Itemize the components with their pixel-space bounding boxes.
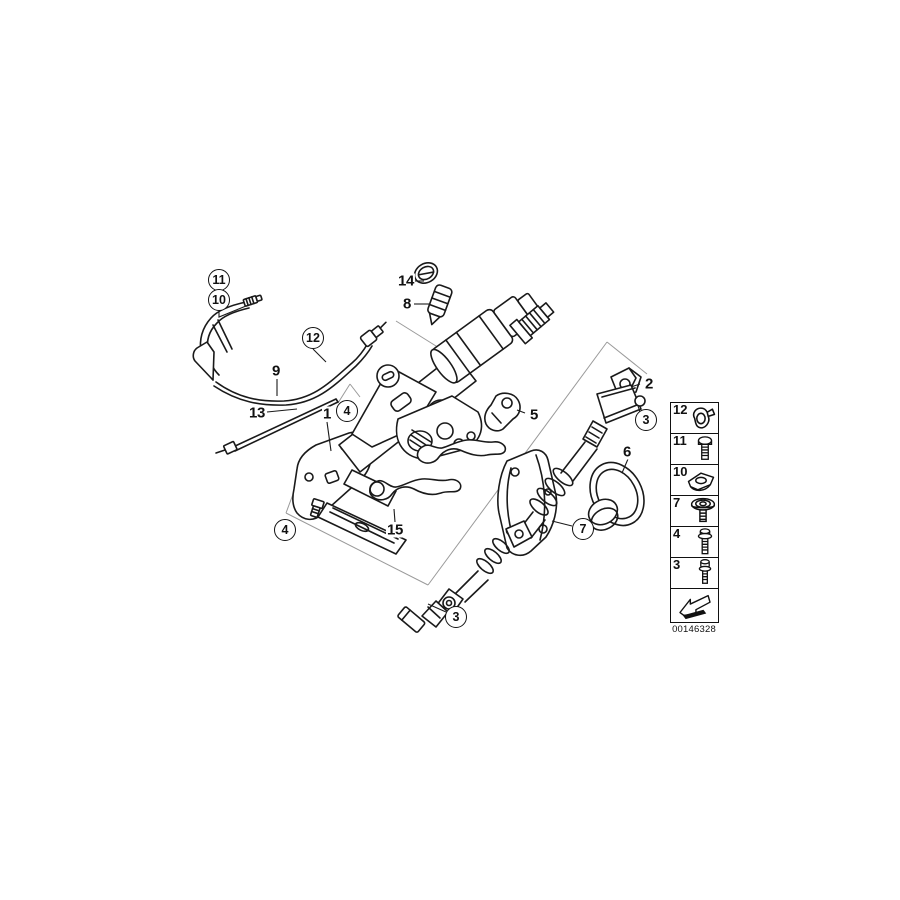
callout-13[interactable]: 13 <box>247 404 267 422</box>
clamp-bolt <box>309 497 325 519</box>
washer-screw-icon <box>690 497 716 523</box>
callout-5[interactable]: 5 <box>528 406 540 424</box>
callout-label: 4 <box>343 403 351 418</box>
stud-bolt-icon <box>698 559 712 584</box>
callout-11[interactable]: 11 <box>208 269 230 291</box>
ignition-lock-cylinder <box>427 284 453 326</box>
callout-3-upper-joint[interactable]: 3 <box>635 409 657 431</box>
legend-number: 4 <box>673 526 681 541</box>
callout-label: 11 <box>212 272 226 287</box>
legend-row-11[interactable]: 11 <box>671 434 718 465</box>
callout-label: 6 <box>622 443 632 461</box>
legend-row-4[interactable]: 4 <box>671 527 718 558</box>
callout-15[interactable]: 15 <box>385 521 405 539</box>
cable-tie <box>215 398 339 455</box>
flange-bolt-icon <box>697 528 713 555</box>
legend-row-7[interactable]: 7 <box>671 496 718 527</box>
callout-label: 3 <box>452 609 460 624</box>
steering-column-body <box>291 353 477 555</box>
callout-14[interactable]: 14 <box>396 272 416 290</box>
legend-number: 10 <box>673 464 688 479</box>
callout-label: 10 <box>212 292 226 307</box>
callout-3-lower-joint[interactable]: 3 <box>445 606 467 628</box>
legend-row-12[interactable]: 12 <box>671 403 718 434</box>
callout-2[interactable]: 2 <box>643 375 655 393</box>
legend-number: 12 <box>673 402 688 417</box>
cable-clip-icon <box>692 407 716 429</box>
callout-4-upper[interactable]: 4 <box>336 400 358 422</box>
callout-8[interactable]: 8 <box>401 295 413 313</box>
callout-7[interactable]: 7 <box>572 518 594 540</box>
callout-label: 2 <box>644 375 654 393</box>
legend-row-10[interactable]: 10 <box>671 465 718 496</box>
callout-label: 8 <box>402 295 412 313</box>
upper-shaft-spline <box>509 302 555 345</box>
callout-9[interactable]: 9 <box>270 362 282 380</box>
direction-arrow-icon <box>679 594 711 620</box>
legend-number: 7 <box>673 495 681 510</box>
callout-10[interactable]: 10 <box>208 289 230 311</box>
callout-label: 1 <box>322 405 332 423</box>
callout-label: 9 <box>271 362 281 380</box>
callout-label: 15 <box>386 521 404 539</box>
fastener-legend: 12 11 10 <box>670 402 719 623</box>
cable-holder-bracket <box>192 301 250 381</box>
callout-6[interactable]: 6 <box>621 443 633 461</box>
firewall-boot <box>587 461 645 531</box>
callout-1[interactable]: 1 <box>321 405 333 423</box>
legend-row-arrow[interactable] <box>671 589 718 622</box>
callout-4-lower[interactable]: 4 <box>274 519 296 541</box>
legend-number: 11 <box>673 433 687 448</box>
callout-12[interactable]: 12 <box>302 327 324 349</box>
callout-label: 4 <box>281 522 289 537</box>
release-levers <box>369 439 507 501</box>
holder-bolt <box>242 294 263 307</box>
clip-nut-icon <box>687 472 715 492</box>
callout-label: 14 <box>397 272 415 290</box>
legend-row-3[interactable]: 3 <box>671 558 718 589</box>
lock-cap <box>413 262 439 284</box>
callout-label: 3 <box>642 412 650 427</box>
callout-label: 12 <box>306 330 320 345</box>
callout-label: 13 <box>248 404 266 422</box>
bushing <box>484 392 521 432</box>
callout-label: 7 <box>579 521 587 536</box>
hex-bolt-icon <box>697 436 713 460</box>
wiring-harness <box>213 321 387 406</box>
lower-steering-shaft <box>397 367 646 633</box>
legend-number: 3 <box>673 557 681 572</box>
leader-lines <box>218 280 641 613</box>
drawing-number: 00146328 <box>672 624 716 635</box>
callout-label: 5 <box>529 406 539 424</box>
